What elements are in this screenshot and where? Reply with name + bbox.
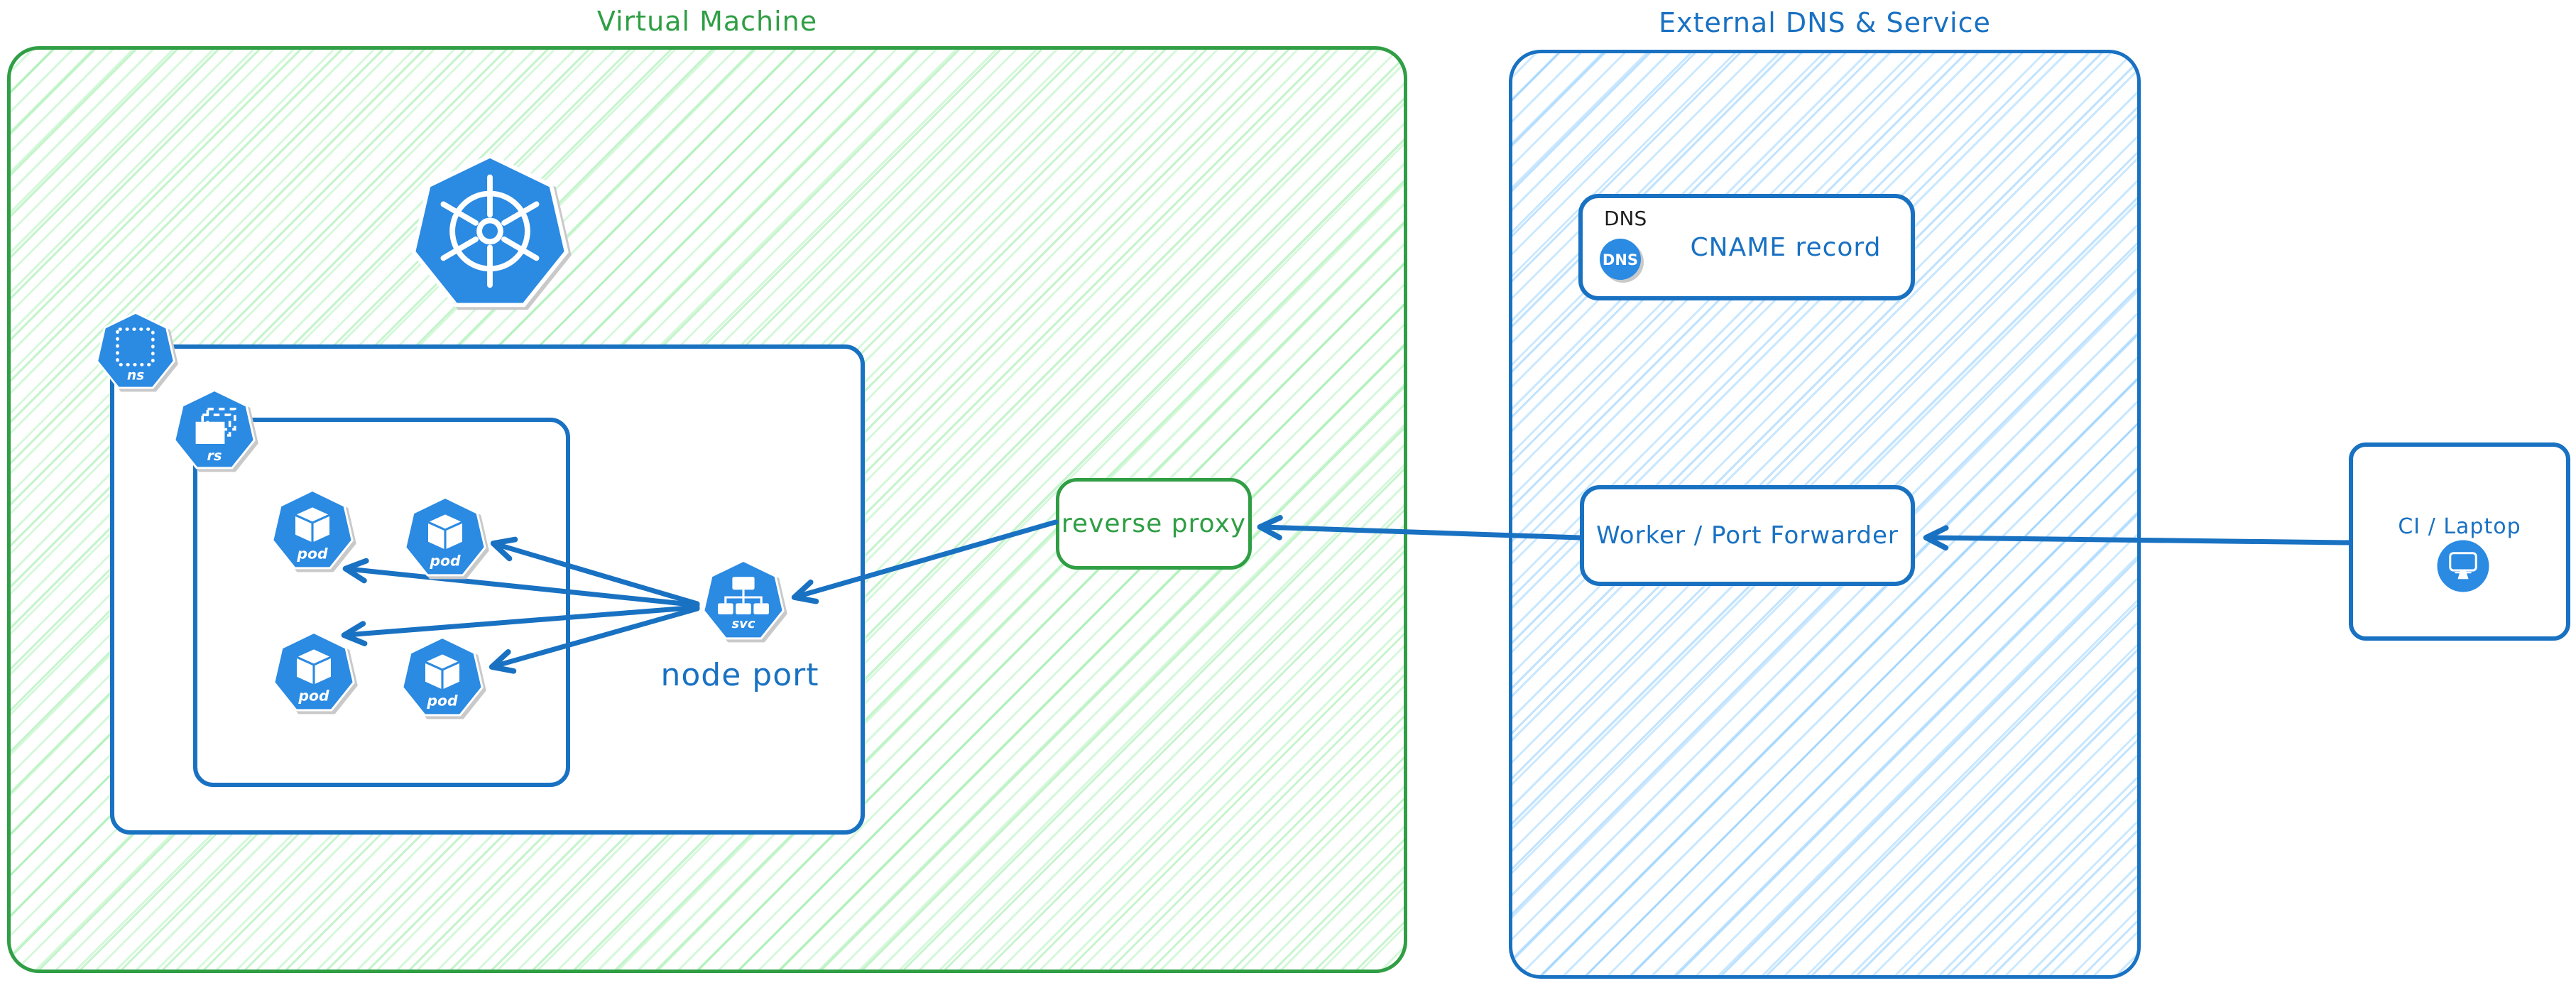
worker-port-forwarder-label: Worker / Port Forwarder — [1596, 521, 1899, 550]
pod-1-label: pod — [296, 545, 328, 562]
ci-laptop-label: CI / Laptop — [2398, 514, 2521, 539]
edge-svc-to-pod-1 — [342, 558, 700, 608]
reverse-proxy-card: reverse proxy — [1056, 478, 1252, 570]
pod-2-icon: pod — [403, 496, 488, 581]
cname-record-label: CNAME record — [1690, 232, 1882, 262]
service-icon-label: svc — [731, 617, 755, 631]
node-port-caption: node port — [660, 657, 819, 693]
dns-tag: DNS — [1604, 207, 1647, 230]
namespace-icon-label: ns — [127, 368, 144, 383]
edge-svc-to-pod-3 — [341, 604, 700, 646]
worker-port-forwarder-card: Worker / Port Forwarder — [1580, 485, 1915, 586]
namespace-icon: ns — [94, 311, 177, 393]
replicaset-icon-label: rs — [207, 447, 222, 464]
dns-icon: DNS — [1598, 237, 1642, 281]
pod-3-icon: pod — [271, 631, 356, 716]
virtual-machine-title: Virtual Machine — [596, 6, 818, 37]
kubernetes-logo-icon — [408, 153, 572, 316]
edge-svc-to-pod-4 — [489, 606, 700, 674]
reverse-proxy-label: reverse proxy — [1061, 509, 1247, 538]
external-dns-title: External DNS & Service — [1659, 7, 1991, 38]
service-icon: svc — [701, 559, 786, 644]
edge-reverse-proxy-to-svc — [791, 519, 1059, 604]
pod-3-label: pod — [298, 687, 329, 704]
edge-worker-to-reverse-proxy — [1257, 514, 1583, 541]
edge-ci-to-worker — [1923, 525, 2352, 551]
dns-icon-label: DNS — [1603, 251, 1638, 268]
pod-4-label: pod — [426, 692, 458, 709]
pod-2-label: pod — [429, 552, 461, 569]
replicaset-box — [193, 418, 570, 787]
edge-svc-to-pod-2 — [490, 536, 700, 607]
dns-card: DNS DNS CNAME record — [1578, 194, 1915, 300]
replicaset-icon: rs — [172, 389, 257, 474]
pod-1-icon: pod — [270, 489, 355, 574]
ci-laptop-card: CI / Laptop — [2349, 442, 2570, 641]
laptop-icon — [2436, 539, 2490, 593]
pod-4-icon: pod — [400, 636, 485, 721]
